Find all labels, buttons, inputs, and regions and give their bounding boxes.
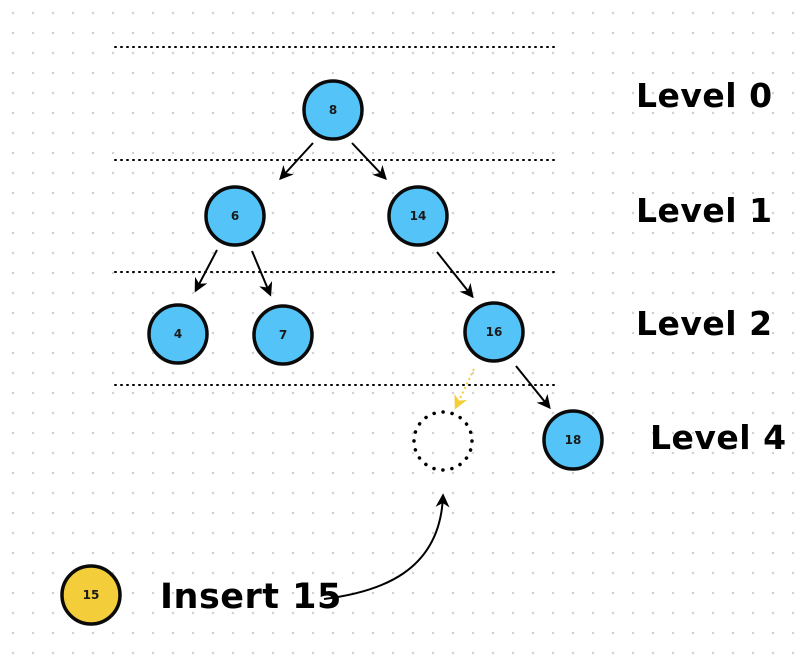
node-circle <box>542 409 604 471</box>
level-labels: Level 0 Level 1 Level 2 Level 4 <box>636 76 787 457</box>
tree-nodes: 8 6 14 4 7 16 <box>147 79 604 471</box>
insert-placeholder-slot <box>412 410 474 472</box>
edge-16-18 <box>515 365 551 410</box>
level-label: Level 1 <box>636 191 773 230</box>
edge-8-14 <box>351 142 387 181</box>
node-circle <box>302 79 364 141</box>
tree-node[interactable]: 14 <box>387 185 449 247</box>
level-label: Level 2 <box>636 304 773 343</box>
placeholder-arrow <box>454 368 475 410</box>
node-label: 18 <box>565 433 582 447</box>
node-circle <box>204 185 266 247</box>
node-circle <box>387 185 449 247</box>
node-label: 8 <box>329 103 337 117</box>
edge-6-4 <box>194 249 218 293</box>
node-label: 14 <box>410 209 427 223</box>
node-circle <box>252 304 314 366</box>
edge-6-7 <box>251 250 273 297</box>
level-label: Level 0 <box>636 76 773 115</box>
insert-node-circle <box>60 564 122 626</box>
tree-node[interactable]: 7 <box>252 304 314 366</box>
node-circle <box>147 303 209 365</box>
edge-14-16 <box>436 251 474 299</box>
node-circle <box>463 301 525 363</box>
node-label: 16 <box>486 325 503 339</box>
tree-node[interactable]: 16 <box>463 301 525 363</box>
tree-node[interactable]: 8 <box>302 79 364 141</box>
node-label: 6 <box>231 209 239 223</box>
insert-label: Insert 15 <box>160 577 342 617</box>
tree-node[interactable]: 18 <box>542 409 604 471</box>
edge-8-6 <box>279 142 314 181</box>
node-label: 4 <box>174 327 182 341</box>
tree-edges <box>194 142 551 410</box>
insert-node[interactable]: 15 <box>60 564 122 626</box>
node-label: 7 <box>279 328 287 342</box>
insert-node-label: 15 <box>83 588 100 602</box>
tree-node[interactable]: 4 <box>147 303 209 365</box>
tree-node[interactable]: 6 <box>204 185 266 247</box>
level-separators <box>114 46 556 386</box>
level-label: Level 4 <box>650 418 787 457</box>
insert-arrow <box>323 493 450 600</box>
